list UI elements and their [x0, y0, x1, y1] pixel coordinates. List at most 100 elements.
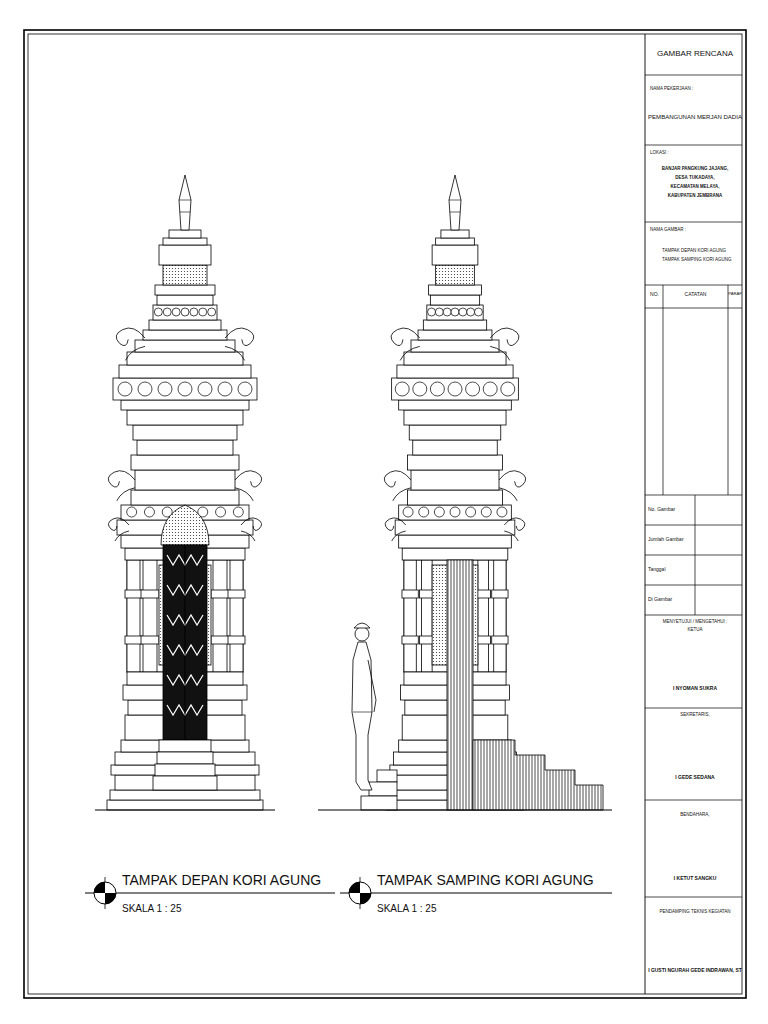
gate-step [155, 764, 215, 776]
title-block-line [645, 585, 742, 586]
ground-line [318, 809, 612, 810]
gate-tier [163, 265, 207, 285]
gate-tier [169, 230, 201, 238]
sheet-title: GAMBAR RENCANA [648, 49, 742, 58]
gate-tier [395, 520, 515, 535]
gate-pilaster [422, 560, 433, 672]
ornament-boss [428, 308, 436, 316]
gate-tier [407, 490, 502, 505]
gate-pilaster [494, 560, 506, 672]
gate-tier [137, 440, 233, 455]
table-line [728, 285, 729, 495]
title-block-line [645, 145, 742, 146]
gate-spire-ring [180, 212, 190, 213]
ornament-boss [163, 308, 171, 316]
view-symbol [105, 893, 116, 904]
gate-tier [121, 400, 249, 410]
gate-tier [392, 378, 519, 400]
gate-pilaster-band [228, 636, 245, 644]
ornament-curl [504, 518, 525, 541]
title-block-line [645, 222, 742, 223]
view-caption: TAMPAK SAMPING KORI AGUNG [377, 872, 617, 888]
gate-tier [399, 505, 512, 520]
title-block-line [645, 308, 742, 309]
gate-pilaster-band [211, 636, 229, 644]
gate-pilaster-band [228, 590, 245, 598]
gate-tier [409, 425, 501, 440]
ornament-curl [225, 328, 254, 360]
gate-door [163, 545, 207, 740]
gate-tier [432, 245, 478, 265]
door-split [185, 545, 186, 740]
gate-tier [404, 410, 506, 425]
ornament-boss [466, 507, 476, 517]
gate-step [361, 796, 397, 810]
gate-pilaster-band [402, 636, 418, 644]
gate-tier [127, 352, 243, 365]
role-label: KETUA [648, 627, 742, 632]
ornament-curl [385, 518, 406, 541]
ornament-boss [474, 308, 482, 316]
gate-tier [111, 765, 259, 775]
view-symbol [349, 882, 371, 904]
ornament-boss [481, 507, 491, 517]
gate-tier [135, 470, 235, 490]
gate-tier [413, 440, 497, 455]
gate-step [157, 752, 213, 764]
gate-tier [133, 425, 237, 440]
view-symbol [94, 882, 116, 904]
gate-tier [429, 285, 482, 295]
gate-tier [131, 490, 239, 505]
signatory-name: I NYOMAN SUKRA [648, 686, 742, 692]
ornament-curl [499, 471, 526, 501]
title-block-line [645, 800, 742, 801]
ornament-boss [216, 507, 226, 517]
ornament-boss [403, 507, 413, 517]
view-symbol [360, 893, 371, 904]
ornament-curl [391, 328, 420, 360]
gate-tier [402, 548, 508, 560]
title-block-line [645, 285, 742, 286]
human-figure [354, 623, 370, 628]
gate-step [369, 782, 397, 796]
gate-tier [143, 330, 227, 340]
kala-head-ornament [161, 505, 209, 545]
ornament-boss [190, 308, 198, 316]
gate-pilaster [143, 560, 157, 672]
gate-tier [404, 352, 506, 365]
ornament-boss [158, 382, 172, 396]
gate-tier [110, 790, 260, 800]
gate-tier [430, 295, 479, 305]
title-block-line [645, 525, 742, 526]
ornament-boss [448, 382, 462, 396]
view-symbol [94, 882, 105, 893]
gate-pilaster [478, 560, 489, 672]
role-label: PENDAMPING TEKNIS KEGIATAN [648, 909, 742, 914]
ornament-boss [178, 382, 192, 396]
gate-pilaster [127, 560, 140, 672]
location-line: DESA TUKADAYA, [648, 175, 742, 180]
ornament-curl [108, 471, 135, 501]
gate-step [377, 770, 397, 782]
gate-tier [157, 295, 213, 305]
ornament-boss [127, 507, 137, 517]
ornament-boss [181, 308, 189, 316]
ornament-boss [144, 507, 154, 517]
gate-step [153, 776, 217, 790]
drawing-name: TAMPAK SAMPING KORI AGUNG [662, 257, 742, 262]
signatory-name: I KETUT SANGKU [648, 876, 742, 882]
field-label: NAMA GAMBAR : [650, 227, 740, 232]
ornament-curl [490, 328, 519, 360]
gate-pilaster-band [141, 636, 159, 644]
role-label: BENDAHARA, [648, 812, 742, 817]
scale-text: SKALA 1 : 25 [122, 903, 212, 915]
ornament-boss [466, 382, 480, 396]
ornament-boss [451, 308, 459, 316]
drawing-name: TAMPAK DEPAN KORI AGUNG [662, 248, 742, 253]
ornament-boss [459, 308, 467, 316]
ornament-curl [116, 328, 145, 360]
ornament-boss [497, 507, 507, 517]
human-figure [353, 712, 372, 713]
gate-tier [399, 400, 512, 410]
gate-pilaster-band [492, 590, 508, 598]
